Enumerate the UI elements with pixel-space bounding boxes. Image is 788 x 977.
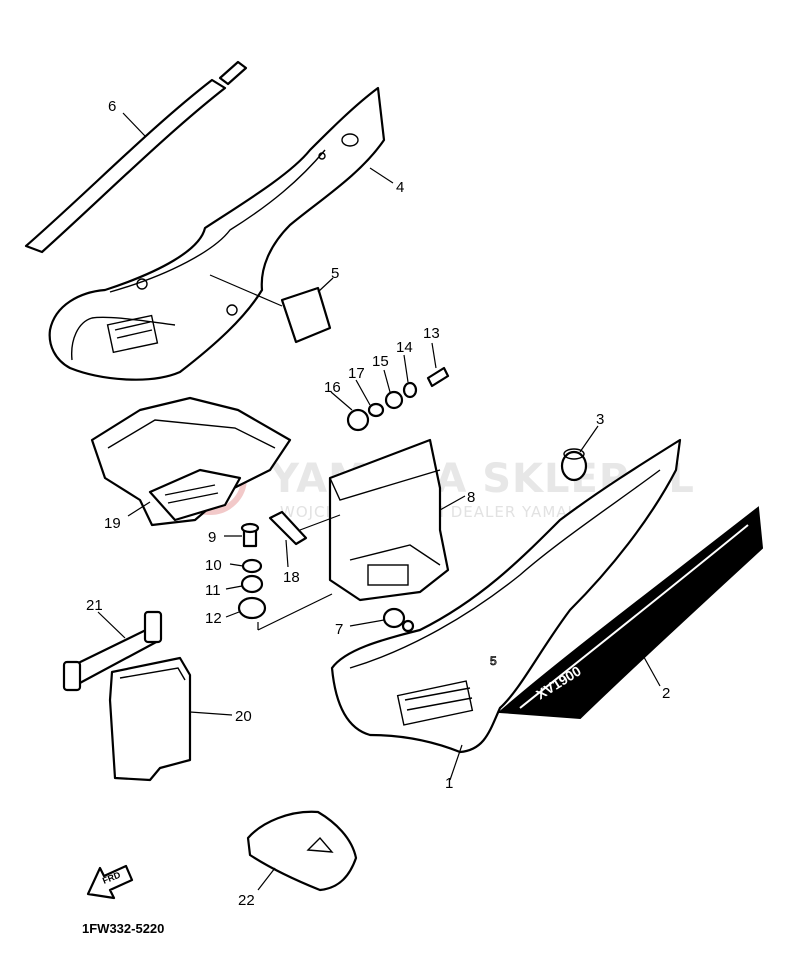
catalog-code: 1FW332-5220 bbox=[82, 921, 164, 936]
callout-17: 17 bbox=[348, 365, 365, 382]
callout-19: 19 bbox=[104, 515, 121, 532]
callout-14: 14 bbox=[396, 339, 413, 356]
part-3-grommet bbox=[560, 448, 588, 482]
callout-7: 7 bbox=[335, 621, 343, 638]
callout-1: 1 bbox=[445, 775, 453, 792]
part-2-emblem-decal: XV1900 bbox=[497, 506, 764, 720]
part-20-battery-cover bbox=[108, 656, 192, 782]
callout-20: 20 bbox=[235, 708, 252, 725]
part-19-battery-tray bbox=[90, 396, 292, 527]
callout-15: 15 bbox=[372, 353, 389, 370]
callout-11: 11 bbox=[205, 582, 221, 599]
leader-lines bbox=[97, 112, 661, 891]
forward-arrow-icon: FRD bbox=[86, 864, 134, 900]
callout-21: 21 bbox=[86, 597, 103, 614]
assembly-lines bbox=[209, 274, 341, 631]
part-7-collar bbox=[382, 607, 415, 633]
callouts: 1 2 3 4 5 6 7 8 9 10 11 12 13 14 15 16 1… bbox=[86, 98, 670, 909]
callout-16: 16 bbox=[324, 379, 341, 396]
callout-12: 12 bbox=[205, 610, 222, 627]
callout-22: 22 bbox=[238, 892, 255, 909]
hardware-left-stack bbox=[237, 522, 267, 620]
callout-9: 9 bbox=[208, 529, 216, 546]
callout-13: 13 bbox=[423, 325, 440, 342]
part-4-left-side-cover bbox=[48, 86, 386, 381]
part-18-clip bbox=[268, 510, 308, 546]
callout-8: 8 bbox=[467, 489, 475, 506]
callout-2: 2 bbox=[662, 685, 670, 702]
callout-3: 3 bbox=[596, 411, 604, 428]
part-5-damper-pad bbox=[280, 286, 332, 344]
part-1-mark: 5 bbox=[490, 654, 497, 668]
part-6-side-decal bbox=[24, 60, 248, 254]
part-21-battery-strap bbox=[62, 610, 163, 692]
callout-18: 18 bbox=[283, 569, 300, 586]
callout-10: 10 bbox=[205, 557, 222, 574]
part-1-right-side-cover: 5 bbox=[330, 438, 682, 754]
part-22-cushion bbox=[246, 810, 358, 892]
callout-5: 5 bbox=[331, 265, 339, 282]
part-8-battery-case bbox=[328, 438, 450, 602]
callout-6: 6 bbox=[108, 98, 116, 115]
callout-4: 4 bbox=[396, 179, 404, 196]
hardware-right-stack bbox=[346, 366, 450, 432]
